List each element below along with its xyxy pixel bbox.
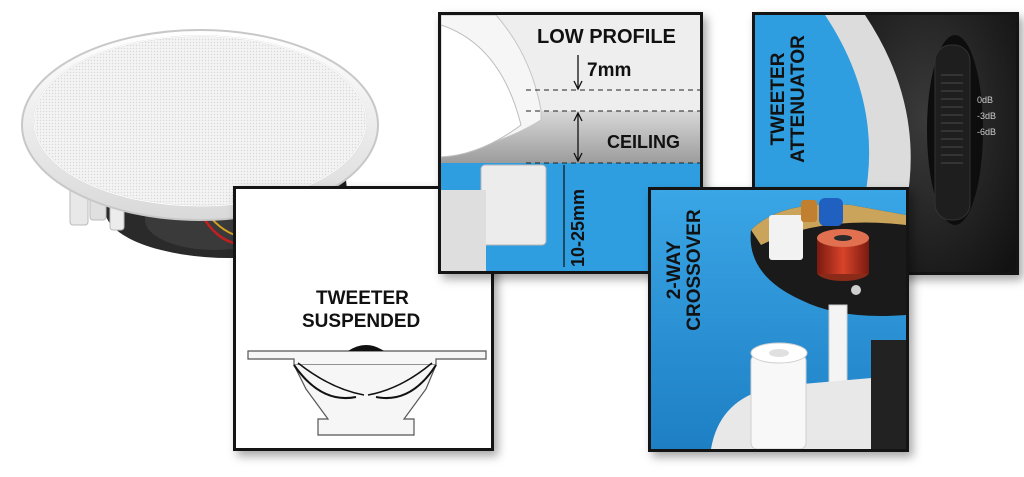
attenuator-level-0db: 0dB — [977, 95, 994, 105]
ceiling-thickness-label: 10-25mm — [568, 188, 588, 267]
ceiling-thickness-text: 10-25mm — [568, 188, 588, 267]
crossover-title: 2-WAY CROSSOVER — [664, 200, 705, 340]
speaker-photo — [15, 5, 385, 270]
ceiling-label: CEILING — [607, 132, 681, 152]
tweeter-suspended-title-line1: TWEETER — [316, 288, 409, 309]
attenuator-level-3db: -3dB — [977, 111, 997, 121]
attenuator-title-line1: TWEETER — [768, 52, 789, 146]
tweeter-cross-section-diagram — [247, 345, 487, 436]
crossover-title-line1: 2-WAY — [664, 240, 685, 300]
tweeter-suspended-title-line2: SUSPENDED — [302, 311, 421, 332]
attenuator-title-line2: ATTENUATOR — [787, 35, 809, 163]
profile-depth-label: 7mm — [587, 60, 632, 81]
crossover-panel: 2-WAY CROSSOVER — [648, 187, 909, 452]
tweeter-attenuator-title: TWEETER ATTENUATOR — [768, 25, 809, 173]
attenuator-level-6db: -6dB — [977, 127, 997, 137]
low-profile-title: LOW PROFILE — [537, 26, 676, 48]
crossover-title-line2: CROSSOVER — [683, 209, 705, 331]
